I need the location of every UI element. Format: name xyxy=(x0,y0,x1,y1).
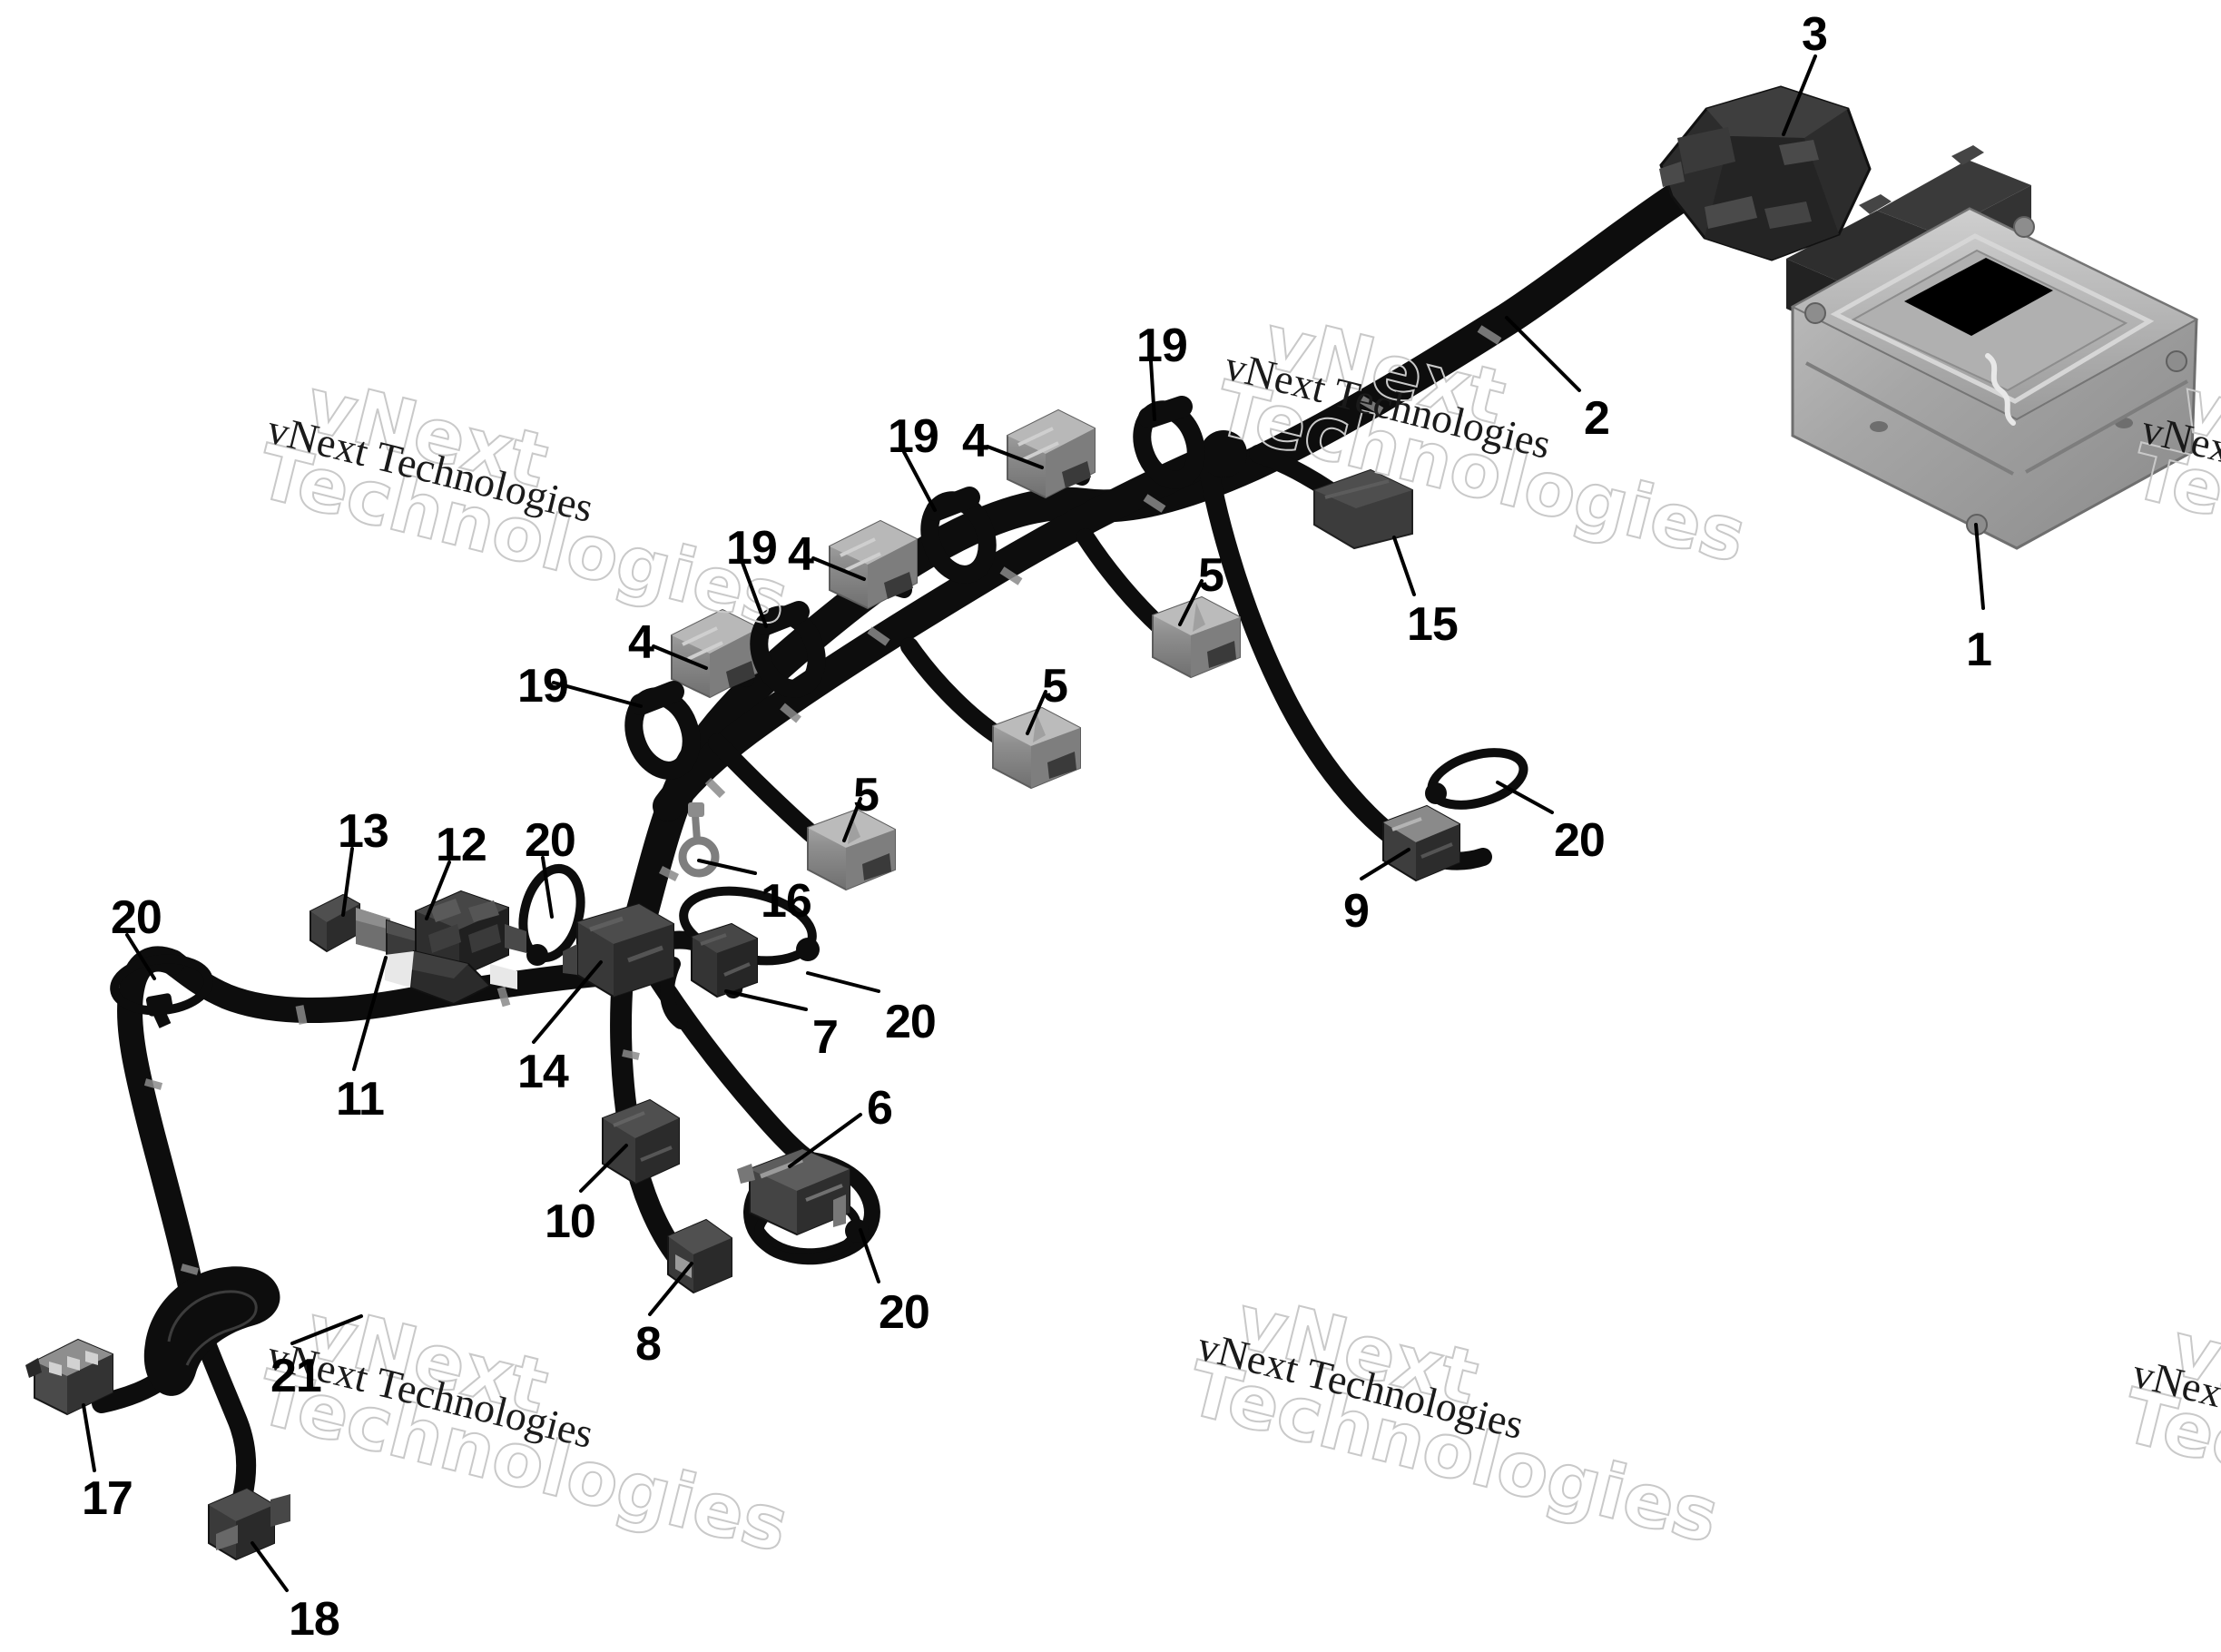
callout-label-1: 1 xyxy=(1966,624,1992,676)
callout-label-20: 20 xyxy=(1554,814,1606,867)
callout-label-18: 18 xyxy=(289,1593,340,1646)
callout-label-5: 5 xyxy=(1042,660,1068,713)
ecu-main-connector xyxy=(1659,85,1872,261)
connector-17 xyxy=(25,1338,113,1416)
callout-label-20: 20 xyxy=(879,1286,930,1339)
sensor-module-6 xyxy=(737,1147,850,1236)
harness-tape-bands xyxy=(143,325,1502,1275)
connector-13 xyxy=(310,893,420,973)
callout-label-8: 8 xyxy=(635,1318,662,1371)
ignition-coil-connectors xyxy=(671,408,1096,699)
callout-label-5: 5 xyxy=(853,769,880,821)
callout-label-21: 21 xyxy=(270,1350,322,1402)
callout-label-4: 4 xyxy=(962,415,988,467)
callout-label-17: 17 xyxy=(82,1472,133,1525)
callout-label-12: 12 xyxy=(436,819,487,871)
connector-7 xyxy=(691,922,758,998)
callout-label-4: 4 xyxy=(628,616,654,669)
callout-label-13: 13 xyxy=(338,805,389,858)
ecu-module xyxy=(1786,145,2199,550)
callout-label-4: 4 xyxy=(788,528,814,581)
callout-label-6: 6 xyxy=(867,1082,893,1135)
callout-label-11: 11 xyxy=(336,1073,385,1126)
callout-label-16: 16 xyxy=(761,875,812,928)
callout-label-2: 2 xyxy=(1584,392,1610,445)
protective-sleeve-21 xyxy=(143,1266,280,1396)
connector-11 xyxy=(385,949,517,1006)
callout-label-19: 19 xyxy=(517,660,569,713)
callout-label-19: 19 xyxy=(888,410,939,463)
callout-label-20: 20 xyxy=(525,814,576,867)
callout-label-3: 3 xyxy=(1802,8,1828,61)
callout-label-10: 10 xyxy=(545,1195,596,1248)
callout-label-19: 19 xyxy=(726,522,778,575)
callout-label-9: 9 xyxy=(1343,885,1370,938)
callout-label-19: 19 xyxy=(1136,320,1188,372)
cable-clamps xyxy=(624,396,1205,780)
callout-label-14: 14 xyxy=(517,1046,569,1098)
callout-label-15: 15 xyxy=(1407,598,1459,651)
callout-label-5: 5 xyxy=(1198,549,1224,602)
connector-18 xyxy=(208,1487,290,1561)
connector-10 xyxy=(602,1098,680,1185)
callout-label-20: 20 xyxy=(885,996,937,1048)
connector-cover-15 xyxy=(1313,468,1413,550)
connector-8 xyxy=(667,1218,732,1294)
callout-label-7: 7 xyxy=(812,1011,839,1064)
callout-label-20: 20 xyxy=(111,891,162,944)
